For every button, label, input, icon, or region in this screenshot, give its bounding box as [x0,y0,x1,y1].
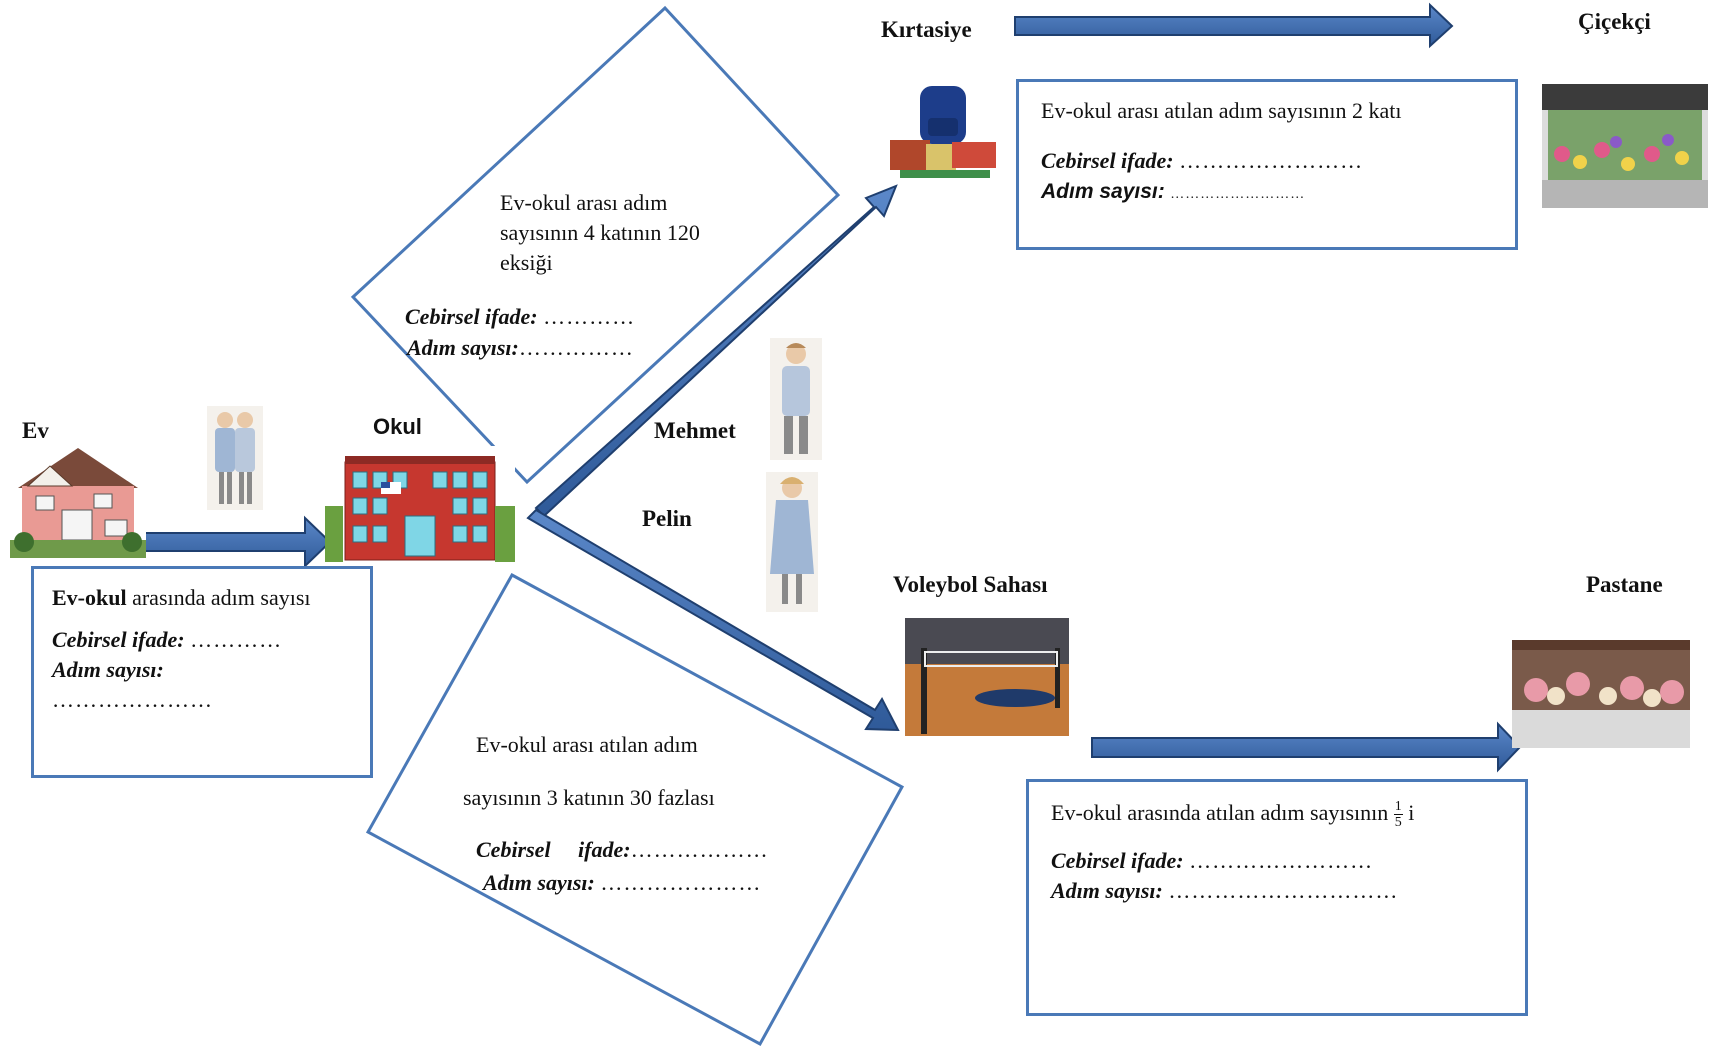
school-supplies-icon [890,84,1002,182]
box-okul-voleybol-adim: Adım sayısı: ………………… [483,868,761,898]
diamond-box-okul-kirtasiye [350,5,841,485]
girl-pelin-icon [766,472,818,612]
box-ev-okul-rest: arasında adım sayısı [126,585,311,610]
arrow-ev-okul [139,515,332,569]
box-okul-kirtasiye-cebirsel-blank: ………… [543,304,636,329]
box-ev-okul: Ev-okul arasında adım sayısı Cebirsel if… [31,566,373,778]
box-okul-kirtasiye-description: Ev-okul arası adım sayısının 4 katının 1… [500,188,760,278]
box-ev-okul-cebirsel-label: Cebirsel ifade: [52,627,185,652]
box-pastane-line1: Ev-okul arasında atılan adım sayısının [1051,800,1389,825]
pastry-shop-icon [1512,640,1690,748]
fraction-one-fifth: 1 5 [1393,799,1403,831]
box-pastane-adim-label: Adım sayısı: [1051,878,1163,904]
box-cicekci-adim-label: Adım sayısı: [1041,180,1165,203]
box-okul-kirtasiye-adim-label: Adım sayısı: [407,335,519,360]
boy-mehmet-icon [770,338,822,460]
box-pastane-cebirsel-blank: …………………… [1189,848,1374,874]
flower-shop-icon [1542,84,1708,208]
box-okul-voleybol-line1: Ev-okul arası atılan adım [476,732,698,757]
house-icon [10,438,146,558]
label-voleybol: Voleybol Sahası [893,572,1048,597]
box-cicekci-description: Ev-okul arası atılan adım sayısının 2 ka… [1041,98,1402,123]
box-pastane-cebirsel-label: Cebirsel ifade: [1051,848,1184,874]
box-okul-kirtasiye-adim-blank: …………… [518,335,634,360]
box-okul-kirtasiye-adim: Adım sayısı:…………… [407,333,634,363]
box-okul-kirtasiye-cebirsel: Cebirsel ifade: ………… [405,302,635,332]
label-pelin: Pelin [642,506,692,531]
volleyball-court-icon [905,618,1069,736]
label-cicekci: Çiçekçi [1578,9,1651,34]
arrow-okul-voleybol [526,508,900,732]
arrow-kirtasiye-cicekci [1014,2,1454,49]
arrow-voleybol-pastane [1091,721,1522,773]
label-mehmet: Mehmet [654,418,736,443]
box-okul-voleybol-cebirsel-label: Cebirsel ifade: [476,837,631,862]
box-ev-okul-cebirsel-blank: ………… [190,627,283,652]
box-okul-kirtasiye-cebirsel-label: Cebirsel ifade: [405,304,538,329]
label-okul: Okul [373,414,422,439]
box-okul-voleybol-cebirsel: Cebirsel ifade:……………… [476,835,769,865]
box-pastane-suffix: i [1402,800,1415,825]
box-okul-voleybol-adim-label: Adım sayısı: [483,870,595,895]
box-cicekci-adim-blank: ……………………… [1170,187,1306,202]
box-cicekci-cebirsel-label: Cebirsel ifade: [1041,148,1174,173]
box-okul-voleybol-line2: sayısının 3 katının 30 fazlası [463,785,715,810]
box-cicekci-cebirsel-blank: …………………… [1179,148,1364,173]
box-ev-okul-description: Ev-okul arasında adım sayısı [52,583,352,613]
diamond-box-okul-voleybol [365,572,905,1047]
box-ev-okul-adim-label: Adım sayısı: [52,657,164,682]
two-children-icon [207,406,263,510]
box-ev-okul-bold: Ev-okul [52,585,127,610]
box-ev-okul-adim-blank: ………………… [52,687,213,712]
box-okul-kirtasiye-line2: sayısının 4 katının 120 [500,220,700,245]
label-pastane: Pastane [1586,572,1663,597]
box-okul-voleybol-cebirsel-blank: ……………… [630,837,769,862]
box-okul-kirtasiye-line3: eksiği [500,250,553,275]
box-cicekci: Ev-okul arası atılan adım sayısının 2 ka… [1016,79,1518,250]
school-icon [325,446,515,562]
fraction-numerator: 1 [1393,799,1403,816]
box-pastane: Ev-okul arasında atılan adım sayısının 1… [1026,779,1528,1016]
box-okul-kirtasiye-line1: Ev-okul arası adım [500,190,668,215]
label-kirtasiye: Kırtasiye [881,17,972,42]
fraction-denominator: 5 [1394,815,1402,831]
arrow-okul-kirtasiye [534,184,898,518]
box-pastane-adim-blank: ………………………… [1168,878,1399,904]
box-pastane-description: Ev-okul arasında atılan adım sayısının 1… [1051,798,1503,830]
box-okul-voleybol-adim-blank: ………………… [600,870,762,895]
